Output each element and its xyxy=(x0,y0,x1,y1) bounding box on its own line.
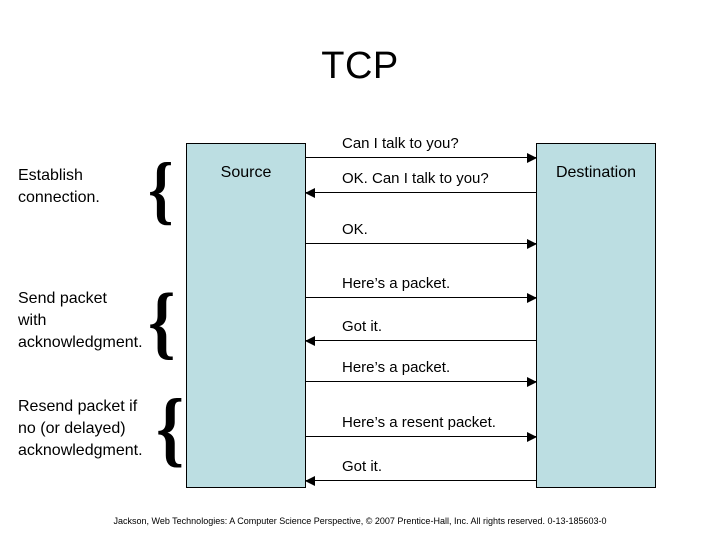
brace-icon-resend-packet: { xyxy=(156,382,185,475)
footer-citation: Jackson, Web Technologies: A Computer Sc… xyxy=(113,516,607,526)
brace-icon-establish-connection: { xyxy=(148,148,174,232)
message-caption: Got it. xyxy=(342,458,383,475)
arrow-head-left-icon xyxy=(305,335,315,346)
arrow-head-left-icon xyxy=(305,187,315,198)
arrow-line xyxy=(306,381,536,382)
arrow-head-right-icon xyxy=(527,376,537,387)
arrow-line xyxy=(306,480,536,481)
arrow-head-left-icon xyxy=(305,475,315,486)
page-title: TCP xyxy=(321,45,399,87)
message-caption: Here’s a resent packet. xyxy=(342,414,496,431)
phase-label-send-packet: Send packet with acknowledgment. xyxy=(18,290,143,351)
message-caption: Here’s a packet. xyxy=(342,275,451,292)
arrow-line xyxy=(306,436,536,437)
arrow-head-right-icon xyxy=(527,238,537,249)
message-caption: Here’s a packet. xyxy=(342,359,451,376)
phase-label-resend-packet: Resend packet if no (or delayed) acknowl… xyxy=(18,398,143,459)
message-caption: OK. xyxy=(342,221,368,238)
arrow-line xyxy=(306,192,536,193)
message-caption: Can I talk to you? xyxy=(342,135,459,152)
arrow-head-right-icon xyxy=(527,431,537,442)
arrow-head-right-icon xyxy=(527,152,537,163)
arrow-line xyxy=(306,340,536,341)
message-caption: OK. Can I talk to you? xyxy=(342,170,489,187)
arrow-line xyxy=(306,243,536,244)
source-label: Source xyxy=(220,164,272,181)
message-caption: Got it. xyxy=(342,318,383,335)
destination-lifeline-box xyxy=(536,143,656,488)
arrow-line xyxy=(306,157,536,158)
arrow-line xyxy=(306,297,536,298)
brace-icon-send-packet: { xyxy=(148,276,176,367)
arrow-head-right-icon xyxy=(527,292,537,303)
phase-label-establish-connection: Establish connection. xyxy=(18,167,100,206)
destination-label: Destination xyxy=(555,164,637,181)
source-lifeline-box xyxy=(186,143,306,488)
